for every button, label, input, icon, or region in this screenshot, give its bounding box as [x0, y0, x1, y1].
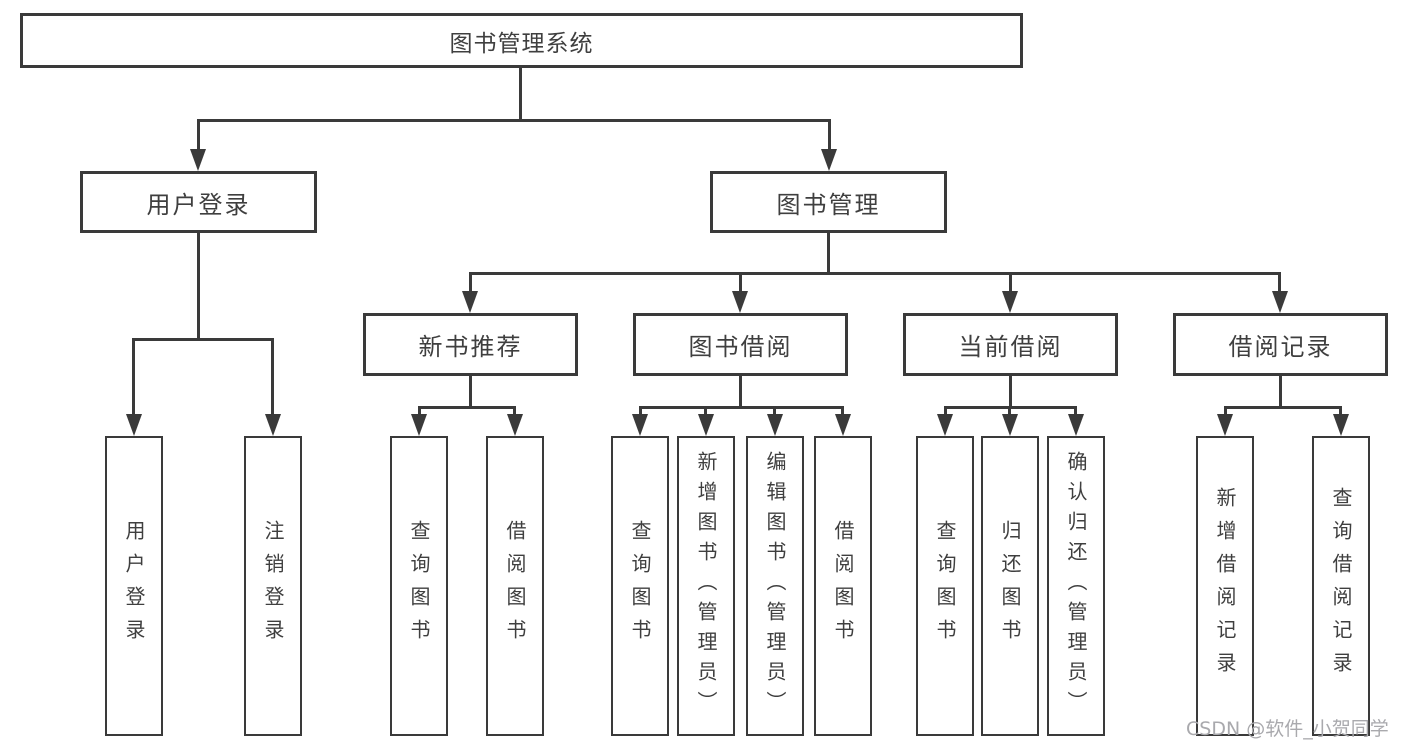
connector-drop	[271, 338, 274, 418]
connector-drop	[828, 119, 831, 151]
arrowhead-down-icon	[1333, 414, 1349, 436]
node-book-management: 图书管理	[710, 171, 947, 233]
arrowhead-down-icon	[1217, 414, 1233, 436]
leaf-confirm-return-admin: 确认归还（管理员）	[1047, 436, 1105, 736]
node-new-book-recommend: 新书推荐	[363, 313, 578, 376]
arrowhead-down-icon	[411, 414, 427, 436]
arrowhead-down-icon	[698, 414, 714, 436]
connector-borrowing-bar	[639, 406, 844, 409]
connector-records-stem	[1279, 376, 1282, 406]
connector-drop	[1339, 406, 1342, 416]
arrowhead-down-icon	[462, 291, 478, 313]
arrowhead-down-icon	[1002, 414, 1018, 436]
connector-drop	[197, 119, 200, 151]
connector-records-bar	[1224, 406, 1342, 409]
connector-drop	[1224, 406, 1227, 416]
connector-borrowing-stem	[739, 376, 742, 406]
connector-drop	[639, 406, 642, 416]
arrowhead-down-icon	[937, 414, 953, 436]
node-borrow-records: 借阅记录	[1173, 313, 1388, 376]
arrowhead-down-icon	[821, 149, 837, 171]
connector-drop	[841, 406, 844, 416]
arrowhead-down-icon	[190, 149, 206, 171]
leaf-query-books-borrowing: 查询图书	[611, 436, 669, 736]
leaf-query-borrow-record: 查询借阅记录	[1312, 436, 1370, 736]
connector-bookmgmt-bar	[469, 272, 1281, 275]
connector-root-stem	[519, 68, 522, 119]
connector-drop	[469, 272, 472, 294]
node-book-borrowing: 图书借阅	[633, 313, 848, 376]
arrowhead-down-icon	[265, 414, 281, 436]
leaf-edit-book-admin: 编辑图书（管理员）	[746, 436, 804, 736]
connector-drop	[773, 406, 776, 416]
connector-root-bar	[197, 119, 831, 122]
node-user-login: 用户登录	[80, 171, 317, 233]
arrowhead-down-icon	[1068, 414, 1084, 436]
arrowhead-down-icon	[1272, 291, 1288, 313]
leaf-add-borrow-record: 新增借阅记录	[1196, 436, 1254, 736]
leaf-user-login: 用户登录	[105, 436, 163, 736]
arrowhead-down-icon	[732, 291, 748, 313]
node-current-borrowing: 当前借阅	[903, 313, 1118, 376]
csdn-watermark: CSDN @软件_小贺同学	[1186, 718, 1389, 740]
connector-drop	[704, 406, 707, 416]
connector-drop	[739, 272, 742, 294]
leaf-add-book-admin: 新增图书（管理员）	[677, 436, 735, 736]
connector-bookmgmt-stem	[827, 233, 830, 272]
leaf-borrow-books-recommend: 借阅图书	[486, 436, 544, 736]
connector-drop	[1008, 406, 1011, 416]
arrowhead-down-icon	[1002, 291, 1018, 313]
arrowhead-down-icon	[126, 414, 142, 436]
connector-drop	[513, 406, 516, 416]
connector-drop	[418, 406, 421, 416]
leaf-query-books-current: 查询图书	[916, 436, 974, 736]
node-library-system: 图书管理系统	[20, 13, 1023, 68]
leaf-logout: 注销登录	[244, 436, 302, 736]
connector-userlogin-stem	[197, 233, 200, 338]
connector-current-stem	[1009, 376, 1012, 406]
connector-userlogin-bar	[132, 338, 274, 341]
connector-drop	[1009, 272, 1012, 294]
leaf-query-books-recommend: 查询图书	[390, 436, 448, 736]
connector-drop	[1278, 272, 1281, 294]
connector-drop	[1074, 406, 1077, 416]
arrowhead-down-icon	[835, 414, 851, 436]
connector-recommend-stem	[469, 376, 472, 406]
arrowhead-down-icon	[632, 414, 648, 436]
arrowhead-down-icon	[767, 414, 783, 436]
arrowhead-down-icon	[507, 414, 523, 436]
leaf-borrow-books: 借阅图书	[814, 436, 872, 736]
connector-recommend-bar	[418, 406, 516, 409]
leaf-return-book: 归还图书	[981, 436, 1039, 736]
connector-drop	[944, 406, 947, 416]
connector-drop	[132, 338, 135, 418]
